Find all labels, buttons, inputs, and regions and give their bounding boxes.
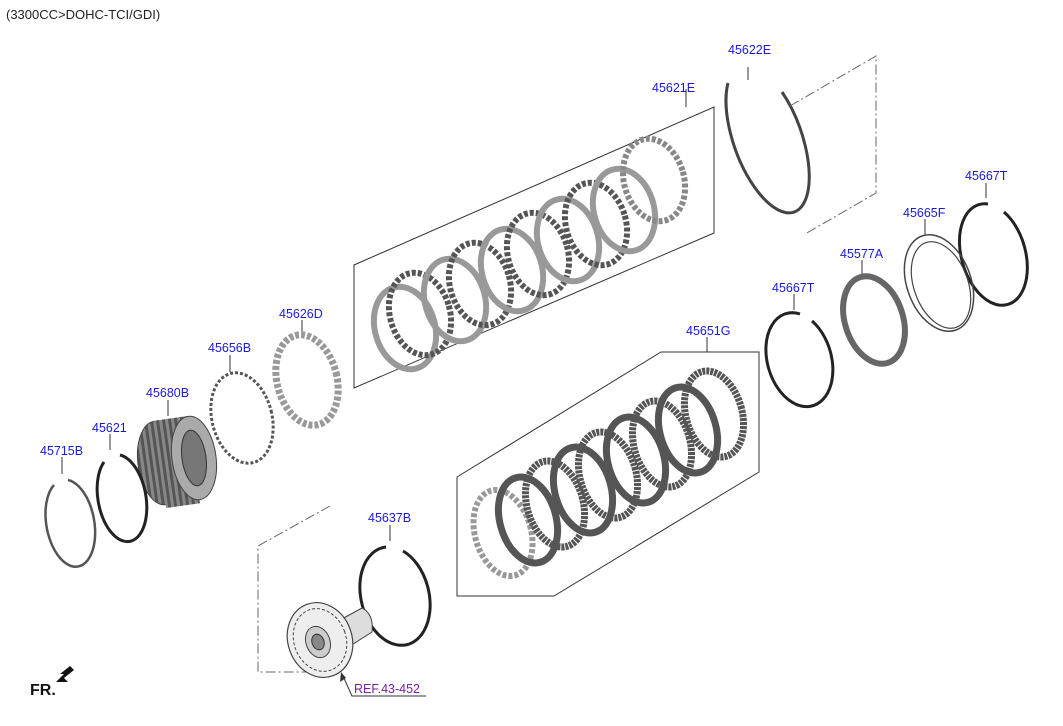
- header-variant: (3300CC>DOHC-TCI/GDI): [6, 7, 161, 22]
- label-45577A: 45577A: [840, 247, 884, 261]
- snap-ring-45667T-upper: [958, 202, 1029, 307]
- reference-leader-line: [342, 675, 426, 697]
- label-45667T-upper: 45667T: [965, 169, 1008, 183]
- plate-45656B: [209, 371, 275, 465]
- label-45656B: 45656B: [208, 341, 251, 355]
- clutch-pack-lower-frame: [456, 351, 760, 597]
- label-45680B: 45680B: [146, 386, 189, 400]
- hub-45680B: [136, 415, 218, 508]
- label-45626D: 45626D: [279, 307, 323, 321]
- clutch-disc-set-lower: [470, 367, 748, 579]
- snap-ring-45715B: [44, 478, 97, 568]
- snap-ring-45621: [95, 453, 149, 544]
- label-45621: 45621: [92, 421, 127, 435]
- axis-line-upper: [789, 55, 877, 235]
- label-45667T-lower: 45667T: [772, 281, 815, 295]
- label-45637B: 45637B: [368, 511, 411, 525]
- front-direction-label: FR.: [30, 682, 56, 699]
- plate-45577A: [840, 273, 908, 367]
- clutch-plate-45626D: [272, 331, 342, 429]
- label-45715B: 45715B: [40, 444, 83, 458]
- axis-line-lower: [257, 505, 340, 673]
- label-45665F: 45665F: [903, 206, 946, 220]
- reference-link[interactable]: REF.43-452: [354, 682, 420, 696]
- clutch-pack-upper-frame: [353, 106, 715, 389]
- front-direction-arrow-icon: [56, 666, 74, 682]
- snap-ring-45667T-lower: [764, 311, 835, 409]
- clutch-disc-set-upper: [370, 135, 689, 373]
- label-45622E: 45622E: [728, 43, 771, 57]
- label-45621E: 45621E: [652, 81, 695, 95]
- drum-assembly: [286, 602, 373, 678]
- snap-ring-45622E: [724, 82, 811, 215]
- snap-ring-45637B: [358, 545, 432, 647]
- ring-45665F: [903, 234, 975, 332]
- label-45651G: 45651G: [686, 324, 730, 338]
